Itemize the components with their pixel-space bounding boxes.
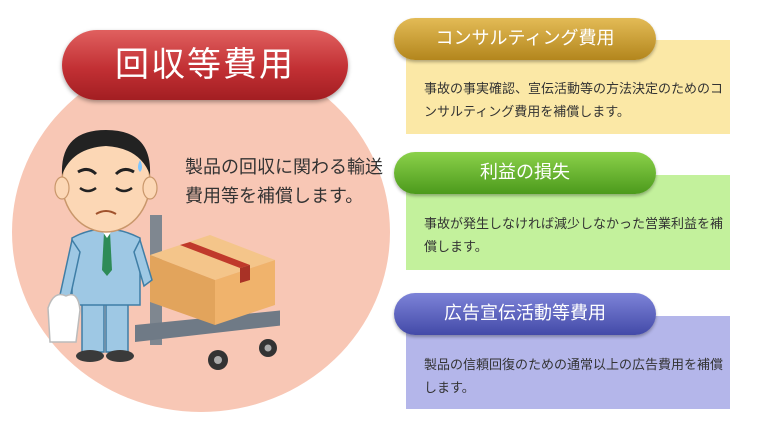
card-profit-loss-text: 事故が発生しなければ減少しなかった営業利益を補償します。 [424,217,724,255]
cart-wheel-hub [214,356,222,364]
background-circle [12,52,390,412]
main-title: 回収等費用 [62,30,348,100]
cart-wheel-hub [264,344,272,352]
pill-profit-loss: 利益の損失 [394,152,656,194]
worried-man-icon [47,130,280,370]
pill-advertising: 広告宣伝活動等費用 [394,293,656,335]
pill-consulting: コンサルティング費用 [394,18,656,60]
cart-platform [135,310,280,342]
cardboard-box-cart-icon [150,235,275,325]
main-description: 製品の回収に関わる輸送費用等を補償します。 [185,157,383,207]
card-advertising-text: 製品の信頼回復のための通常以上の広告費用を補償します。 [424,358,724,396]
card-consulting-text: 事故の事実確認、宣伝活動等の方法決定のためのコンサルティング費用を補償します。 [424,82,724,120]
